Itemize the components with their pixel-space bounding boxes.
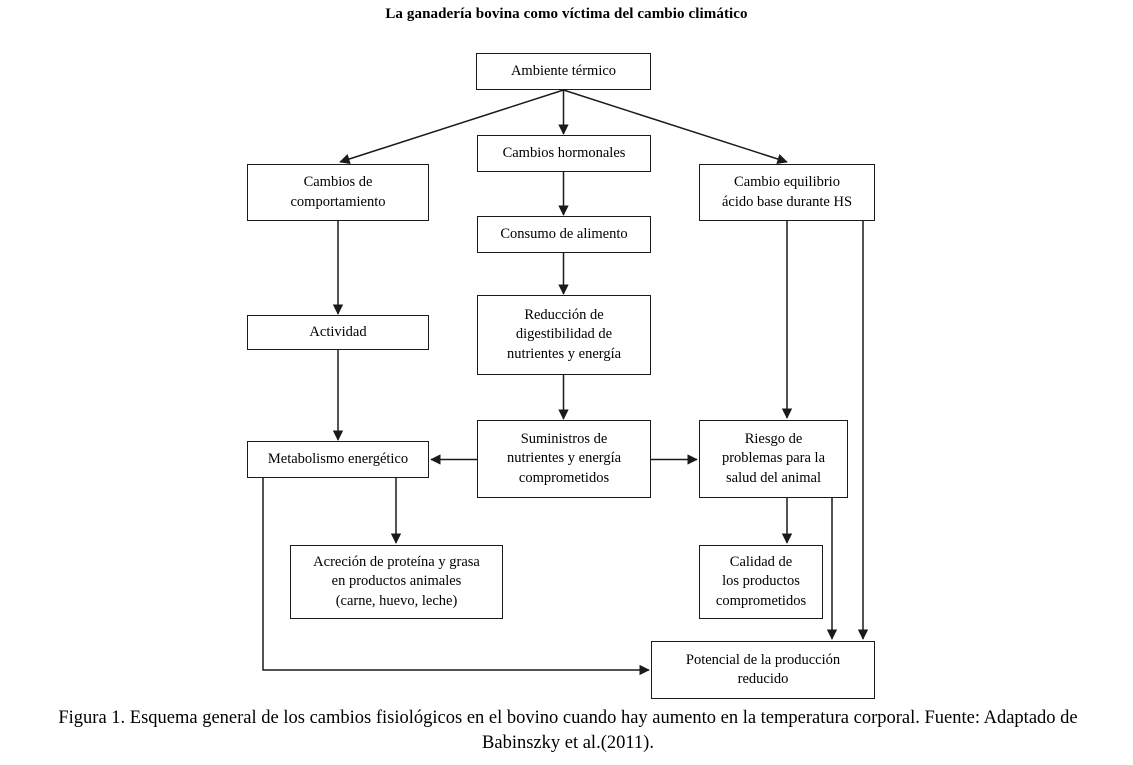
node-metabolismo-energetico[interactable]: Metabolismo energético: [247, 441, 429, 478]
flowchart-connectors: [262, 89, 869, 676]
figure-caption: Figura 1. Esquema general de los cambios…: [58, 708, 1078, 753]
node-actividad[interactable]: Actividad: [247, 315, 429, 350]
edge-ambiente-comportamiento: [339, 89, 564, 165]
node-label: Actividad: [309, 323, 367, 340]
edge-metabolismo-potencial: [262, 478, 650, 676]
node-ambiente-termico[interactable]: Ambiente térmico: [476, 53, 651, 90]
node-label: Ambiente térmico: [510, 62, 617, 79]
edge-ambiente-equilibrio: [563, 89, 788, 165]
node-label: Metabolismo energético: [267, 450, 409, 467]
node-cambios-hormonales[interactable]: Cambios hormonales: [477, 135, 651, 172]
figure-title: La ganadería bovina como víctima del cam…: [385, 6, 748, 22]
node-label: Consumo de alimento: [500, 225, 628, 242]
node-consumo-de-alimento[interactable]: Consumo de alimento: [477, 216, 651, 253]
node-label: Cambios hormonales: [502, 144, 626, 161]
